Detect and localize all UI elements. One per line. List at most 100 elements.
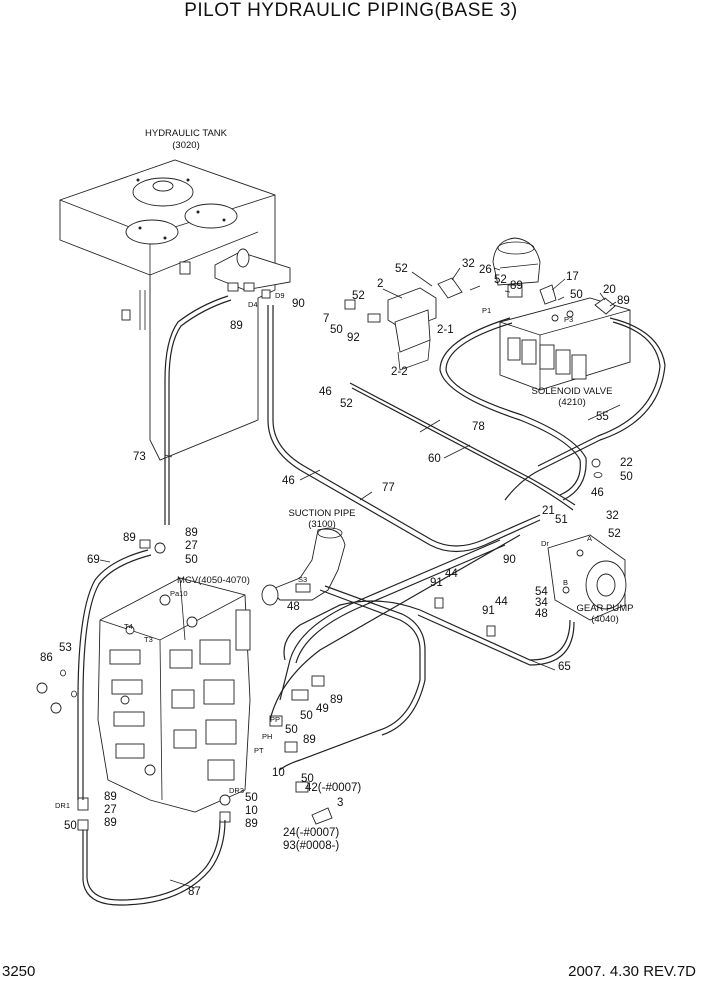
callout: 89	[104, 791, 117, 803]
gear-pump-ref: (4040)	[591, 614, 618, 625]
callout: 77	[382, 482, 395, 494]
callout: 2-2	[391, 366, 408, 378]
hydraulic-tank-ref: (3020)	[172, 140, 199, 151]
callout: 91	[482, 605, 495, 617]
callout: 21	[542, 505, 555, 517]
callout: 17	[566, 271, 579, 283]
port-pp: PP	[270, 715, 280, 724]
callout: 50	[64, 820, 77, 832]
callout: 7	[323, 313, 329, 325]
port-dr3: DR3	[229, 786, 244, 795]
callout: 73	[133, 451, 146, 463]
solenoid-valve	[499, 284, 631, 391]
callout: 3	[337, 797, 343, 809]
callout: 90	[292, 298, 305, 310]
callout: 89	[185, 527, 198, 539]
callout: 27	[185, 540, 198, 552]
callout: 2	[377, 278, 383, 290]
callout: 32	[606, 510, 619, 522]
suction-pipe	[261, 527, 346, 606]
callout: 89	[123, 532, 136, 544]
callout: 60	[428, 453, 441, 465]
callout: 10	[272, 767, 285, 779]
callout: 42(-#0007)	[305, 782, 361, 794]
solenoid-valve-ref: (4210)	[558, 397, 585, 408]
callout: 48	[535, 608, 548, 620]
callout: 87	[188, 886, 201, 898]
gear-pump-label: GEAR PUMP	[576, 603, 633, 614]
hydraulic-tank-label: HYDRAULIC TANK	[145, 128, 228, 139]
callout: 10	[245, 805, 258, 817]
callout: 89	[104, 817, 117, 829]
callout: 50	[301, 773, 314, 785]
hydraulic-tank	[59, 159, 291, 461]
callout: 46	[591, 487, 604, 499]
callout: 78	[472, 421, 485, 433]
callout: 32	[462, 258, 475, 270]
callout: 49	[316, 703, 329, 715]
callout: 86	[40, 652, 53, 664]
callout: 55	[596, 411, 609, 423]
callout: 20	[603, 284, 616, 296]
callout: 52	[352, 290, 365, 302]
callout: 26	[479, 264, 492, 276]
port-t4: T4	[124, 622, 133, 631]
port-b: B	[563, 578, 568, 587]
callout: 92	[347, 332, 360, 344]
callout: 89	[510, 280, 523, 292]
callout: 48	[287, 601, 300, 613]
port-p1: P1	[482, 306, 491, 315]
port-p3: P3	[564, 315, 573, 324]
line-filter	[344, 277, 463, 371]
callout: 52	[395, 263, 408, 275]
callout: 46	[282, 475, 295, 487]
callout: 50	[620, 471, 633, 483]
callout: 89	[617, 295, 630, 307]
callout: 91	[430, 577, 443, 589]
callout: 89	[245, 818, 258, 830]
solenoid-valve-label: SOLENOID VALVE	[532, 386, 613, 397]
callout: 65	[558, 661, 571, 673]
callout: 50	[185, 554, 198, 566]
port-t3: T3	[144, 635, 153, 644]
callout: 50	[285, 724, 298, 736]
callout: 51	[555, 514, 568, 526]
callout: 50	[245, 792, 258, 804]
port-pa10: Pa10	[170, 589, 188, 598]
callout: 90	[503, 554, 516, 566]
callout: 54	[535, 586, 548, 598]
callout: 50	[300, 710, 313, 722]
callout: 22	[620, 457, 633, 469]
revision-date: 2007. 4.30 REV.7D	[568, 963, 696, 980]
mcv-label: MCV(4050-4070)	[177, 575, 250, 586]
port-dr: Dr	[541, 539, 549, 548]
port-d9: D9	[275, 291, 285, 300]
callout: 46	[319, 386, 332, 398]
port-s3: S3	[298, 575, 307, 584]
mcv-fittings	[36, 458, 603, 831]
suction-pipe-label: SUCTION PIPE	[288, 508, 355, 519]
callout: 44	[495, 596, 508, 608]
hoses	[77, 295, 666, 906]
page-title: PILOT HYDRAULIC PIPING(BASE 3)	[184, 0, 518, 21]
gear-pump	[547, 534, 627, 621]
callout: 89	[330, 694, 343, 706]
port-a: A	[587, 534, 592, 543]
leader-lines	[99, 267, 621, 889]
port-d4: D4	[248, 300, 258, 309]
callout: 89	[230, 320, 243, 332]
callout: 2-1	[437, 324, 454, 336]
callout: 27	[104, 804, 117, 816]
callout: 69	[87, 554, 100, 566]
callout: 50	[330, 324, 343, 336]
callout: 52	[340, 398, 353, 410]
callout: 50	[570, 289, 583, 301]
callout: 44	[445, 568, 458, 580]
suction-pipe-ref: (3100)	[308, 519, 335, 530]
callout: 24(-#0007)	[283, 827, 339, 839]
callout: 34	[535, 597, 548, 609]
callout: 93(#0008-)	[283, 840, 339, 852]
main-control-valve	[97, 577, 251, 813]
accumulator	[492, 237, 541, 298]
